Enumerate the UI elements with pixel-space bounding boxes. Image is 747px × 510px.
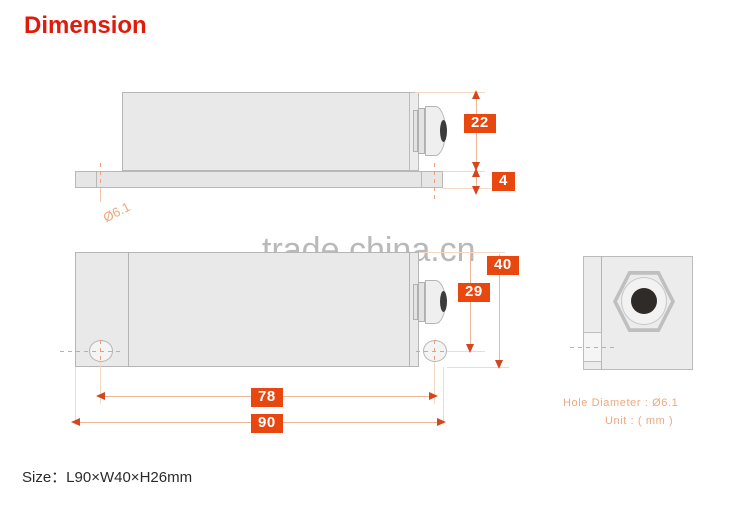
top-view-diameter-leader-line [100, 188, 101, 202]
top-view-diameter-label: Ø6.1 [100, 199, 133, 226]
dim-arrow-78-right [429, 392, 438, 400]
top-view-nozzle-tip [440, 120, 447, 142]
ext-line-bottom-4 [443, 188, 491, 189]
dim-arrow-40-bottom [495, 360, 503, 369]
side-view-nut-bore [631, 288, 657, 314]
ext-line-left-hole-78 [100, 362, 101, 404]
front-view-divider-right [409, 252, 410, 367]
top-view-nozzle-rib-1 [413, 110, 418, 152]
front-view-divider-left [128, 252, 129, 367]
dim-value-22: 22 [464, 114, 496, 133]
ext-line-top-22 [415, 92, 485, 93]
ext-line-right-edge-90 [443, 367, 444, 425]
top-view-right-hole-centerline [434, 163, 435, 199]
side-view-pad-centerline [570, 347, 615, 348]
front-view-nozzle-tip [440, 291, 447, 312]
top-view-nozzle-rib-2 [418, 108, 425, 154]
dim-value-78: 78 [251, 388, 283, 407]
dim-value-90: 90 [251, 414, 283, 433]
front-view-nozzle-rib-2 [418, 282, 425, 322]
dim-value-40: 40 [487, 256, 519, 275]
dim-arrow-90-left [71, 418, 80, 426]
top-view-left-hole-centerline [100, 163, 101, 199]
dim-line-4 [476, 172, 477, 190]
top-view-base-plate [75, 171, 443, 188]
dim-line-40 [499, 254, 500, 364]
note-hole-diameter: Hole Diameter : Ø6.1 [563, 397, 679, 409]
ext-line-right-hole-78 [434, 362, 435, 404]
ext-line-mid-22 [443, 171, 485, 172]
top-view-body [122, 92, 415, 171]
dim-arrow-22-bottom [472, 162, 480, 171]
ext-line-40-end [447, 367, 509, 368]
front-view-nozzle-rib-1 [413, 284, 418, 320]
dim-arrow-4-bottom [472, 186, 480, 195]
dim-arrow-78-left [96, 392, 105, 400]
ext-line-top-40 [419, 252, 505, 253]
front-view-right-hole-centerline-h [416, 351, 476, 352]
top-view-plate-left-tab [75, 171, 97, 188]
side-view-flange-divider [601, 256, 602, 370]
dim-arrow-29-bottom [466, 344, 474, 353]
dim-value-4: 4 [492, 172, 515, 191]
note-unit: Unit : ( mm ) [605, 415, 674, 427]
dim-arrow-4-top [472, 168, 480, 177]
ext-line-left-edge-90 [75, 367, 76, 425]
top-view-plate-right-tab [421, 171, 443, 188]
dim-arrow-90-right [437, 418, 446, 426]
page-title: Dimension [24, 12, 147, 39]
front-view-left-hole-centerline-h [60, 351, 120, 352]
dim-arrow-22-top [472, 90, 480, 99]
size-caption: Size：L90×W40×H26mm [22, 469, 193, 486]
front-view-body [75, 252, 419, 367]
dim-value-29: 29 [458, 283, 490, 302]
